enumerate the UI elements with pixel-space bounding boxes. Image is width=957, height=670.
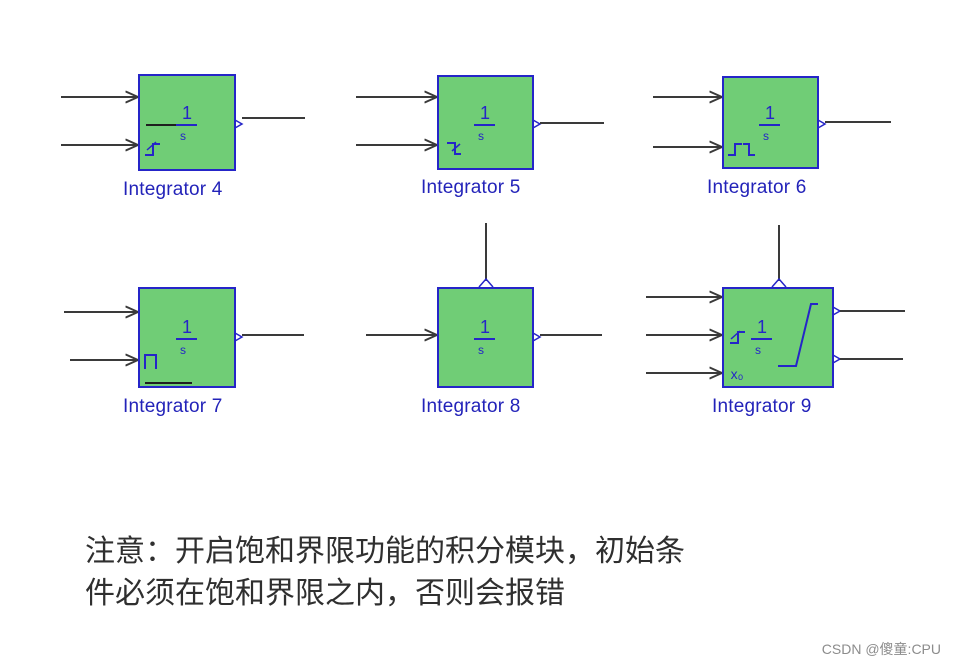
- integrator-5-output-port: [532, 119, 542, 129]
- integrator-4-numerator: 1: [182, 103, 192, 123]
- integrator-9-label: Integrator 9: [712, 396, 812, 417]
- integrator-9-reset-icon: [730, 331, 745, 344]
- integrator-6-numerator: 1: [765, 103, 775, 123]
- integrator-8-label: Integrator 8: [421, 396, 521, 417]
- integrator-5-numerator: 1: [480, 103, 490, 123]
- integrator-9-initial-condition-label: x₀: [731, 366, 744, 382]
- integrator-9-block[interactable]: 1 s x₀: [646, 225, 905, 388]
- source-watermark: CSDN @傻童:CPU: [821, 641, 941, 657]
- integrator-4-reset-icon: [145, 143, 160, 156]
- integrator-8-block[interactable]: 1 s: [366, 223, 602, 388]
- integrator-9-edge-icon: [730, 330, 741, 340]
- integrator-8-output-port: [532, 332, 542, 342]
- integrator-7-denominator: s: [180, 343, 186, 357]
- integrator-4-label: Integrator 4: [123, 179, 223, 200]
- integrator-4-output-port: [234, 119, 244, 129]
- integrator-8-numerator: 1: [480, 317, 490, 337]
- integrator-6-falling-edge-icon: [743, 143, 755, 156]
- integrator-7-label: Integrator 7: [123, 396, 223, 417]
- integrator-6-block[interactable]: 1 s: [653, 76, 891, 169]
- integrator-8-top-port: [478, 277, 494, 288]
- integrator-9-saturation-icon: [778, 303, 818, 367]
- integrator-4-block[interactable]: 1 s: [61, 74, 305, 171]
- integrator-9-denominator: s: [755, 343, 761, 357]
- integrator-5-label: Integrator 5: [421, 177, 521, 198]
- saturation-limit-note: 注意：开启饱和界限功能的积分模块，初始条 件必须在饱和界限之内，否则会报错: [85, 531, 905, 615]
- integrator-4-edge-icon: [146, 141, 157, 151]
- integrator-6-output-port: [817, 119, 827, 129]
- integrator-8-body: [437, 287, 534, 388]
- integrator-9-top-port: [771, 277, 787, 288]
- integrator-7-output-port: [234, 332, 244, 342]
- integrator-7-block[interactable]: 1 s: [64, 287, 304, 388]
- integrator-7-numerator: 1: [182, 317, 192, 337]
- integrator-5-edge-icon: [451, 143, 461, 152]
- integrator-6-rising-edge-icon: [728, 143, 742, 156]
- integrator-5-denominator: s: [478, 129, 484, 143]
- integrator-5-body: [437, 75, 534, 170]
- integrator-4-body: [138, 74, 236, 171]
- integrator-6-body: [722, 76, 819, 169]
- integrator-4-denominator: s: [180, 129, 186, 143]
- integrator-7-pulse-icon: [144, 354, 157, 369]
- integrator-9-numerator: 1: [757, 317, 767, 337]
- integrator-7-body: [138, 287, 236, 388]
- integrator-5-block[interactable]: 1 s: [356, 75, 604, 170]
- integrator-6-denominator: s: [763, 129, 769, 143]
- integrator-9-output-port-2: [832, 354, 842, 364]
- integrator-9-output-port-1: [832, 306, 842, 316]
- integrator-8-denominator: s: [478, 343, 484, 357]
- note-line-1: 注意：开启饱和界限功能的积分模块，初始条: [85, 534, 685, 569]
- integrator-6-label: Integrator 6: [707, 177, 807, 198]
- note-line-2: 件必须在饱和界限之内，否则会报错: [85, 576, 565, 611]
